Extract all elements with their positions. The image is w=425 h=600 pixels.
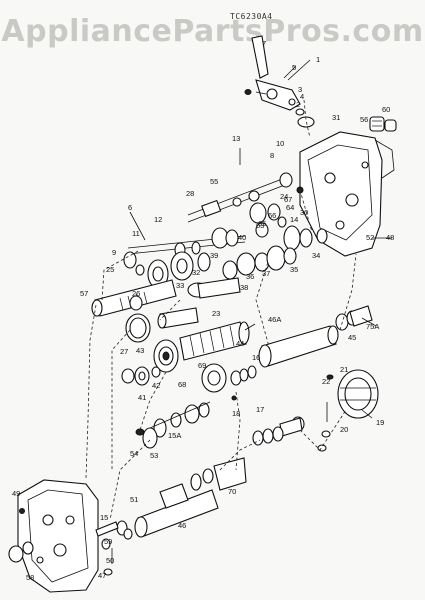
gear-27	[125, 313, 151, 343]
callout-48: 48	[386, 233, 394, 242]
callout-38: 38	[240, 283, 248, 292]
callout-26: 26	[132, 289, 140, 298]
callout-52: 52	[366, 233, 374, 242]
callout-69: 69	[198, 361, 206, 370]
callout-58: 58	[26, 573, 34, 582]
callout-30: 30	[300, 208, 308, 217]
callout-57: 57	[80, 289, 88, 298]
callout-45: 45	[348, 333, 356, 342]
callout-10: 10	[276, 139, 284, 148]
callout-39: 39	[210, 251, 218, 260]
ring-gear-19	[317, 369, 379, 452]
callout-75a: 75A	[366, 322, 379, 331]
upper-transmission-housing	[299, 131, 395, 257]
callout-40: 40	[238, 233, 246, 242]
dashed-assembly-guides	[85, 99, 357, 521]
gear-43	[153, 339, 179, 373]
callout-59: 59	[104, 537, 112, 546]
callout-6: 6	[128, 203, 132, 212]
counter-shaft-assembly	[123, 225, 328, 276]
shift-lever-assembly	[244, 35, 315, 128]
lower-shaft-46	[116, 457, 247, 540]
callout-11: 11	[132, 229, 140, 238]
callout-20: 20	[340, 425, 348, 434]
callout-9: 9	[112, 248, 116, 257]
callout-66: 66	[268, 211, 276, 220]
callout-5: 5	[292, 63, 296, 72]
callout-32: 32	[192, 268, 200, 277]
diagram-code-label: TC6230A4	[230, 12, 273, 21]
callout-46a: 46A	[268, 315, 281, 324]
callout-17: 17	[256, 405, 264, 414]
dowel-pins-lower	[95, 521, 119, 576]
splined-shaft-44	[179, 321, 250, 361]
callout-labels: 1 2 3 4 5 6 7 8 9 10 11 12 13 14 15 15A …	[12, 39, 394, 582]
callout-13: 13	[232, 134, 240, 143]
callout-43: 43	[136, 346, 144, 355]
callout-31: 31	[332, 113, 340, 122]
callout-12: 12	[154, 215, 162, 224]
callout-2: 2	[296, 100, 300, 109]
washer-stack-left	[121, 366, 161, 386]
callout-21: 21	[340, 365, 348, 374]
callout-44: 44	[236, 339, 244, 348]
callout-49: 49	[12, 489, 20, 498]
leader-lines	[129, 59, 392, 419]
bearing-group-top-right	[369, 116, 397, 132]
callout-3: 3	[298, 85, 302, 94]
callout-18: 18	[232, 409, 240, 418]
callout-67: 67	[284, 195, 292, 204]
callout-70: 70	[228, 487, 236, 496]
callout-65: 65	[258, 219, 266, 228]
shift-rail-assembly	[187, 172, 304, 238]
callout-7: 7	[262, 39, 266, 48]
callout-25: 25	[106, 265, 114, 274]
callout-42: 42	[152, 381, 160, 390]
callout-50: 50	[106, 556, 114, 565]
callout-15: 15	[100, 513, 108, 522]
callout-63: 63	[256, 221, 264, 230]
lower-transmission-housing	[8, 479, 99, 593]
callout-60: 60	[382, 105, 390, 114]
gear-set-lower-left	[135, 401, 211, 449]
callout-51: 51	[130, 495, 138, 504]
callout-19: 19	[376, 418, 384, 427]
callout-8: 8	[270, 151, 274, 160]
callout-37: 37	[262, 269, 270, 278]
callout-27: 27	[120, 347, 128, 356]
callout-4: 4	[300, 92, 304, 101]
callout-47: 47	[98, 571, 106, 580]
callout-23: 23	[212, 309, 220, 318]
gear-cluster-middle	[147, 245, 297, 289]
callout-46: 46	[178, 521, 186, 530]
callout-14: 14	[290, 215, 298, 224]
callout-15a: 15A	[168, 431, 181, 440]
gear-23	[157, 307, 199, 329]
input-shaft-assembly	[91, 277, 241, 317]
gear-set-lower-right	[252, 416, 305, 446]
gear-69-assembly	[201, 363, 257, 401]
callout-53: 53	[150, 451, 158, 460]
callout-24: 24	[280, 192, 288, 201]
callout-36: 36	[246, 272, 254, 281]
callout-54: 54	[130, 449, 138, 458]
callout-16: 16	[252, 353, 260, 362]
callout-33: 33	[176, 281, 184, 290]
callout-22: 22	[322, 377, 330, 386]
callout-28: 28	[186, 189, 194, 198]
callout-64: 64	[286, 203, 294, 212]
callout-55: 55	[210, 177, 218, 186]
callout-35: 35	[290, 265, 298, 274]
callout-68: 68	[178, 380, 186, 389]
callout-56: 56	[360, 115, 368, 124]
callout-41: 41	[138, 393, 146, 402]
callout-1: 1	[316, 55, 320, 64]
callout-34: 34	[312, 251, 320, 260]
